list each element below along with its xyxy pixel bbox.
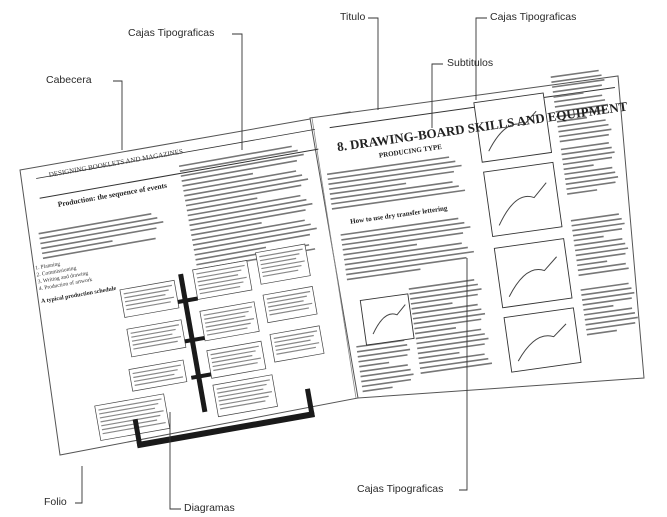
label-folio: Folio: [44, 496, 67, 508]
illustration-box: [360, 294, 414, 345]
label-cajas-tipograficas-top-left: Cajas Tipograficas: [128, 27, 214, 39]
label-cabecera: Cabecera: [46, 74, 92, 86]
illustration-box: [484, 162, 562, 236]
label-cajas-tipograficas-top-right: Cajas Tipograficas: [490, 11, 576, 23]
label-diagramas: Diagramas: [184, 502, 235, 514]
label-titulo: Titulo: [340, 11, 365, 23]
label-cajas-tipograficas-bottom: Cajas Tipograficas: [357, 483, 443, 495]
label-subtitulos: Subtitulos: [447, 57, 493, 69]
illustration-box: [494, 239, 572, 308]
illustration-box: [504, 308, 581, 372]
